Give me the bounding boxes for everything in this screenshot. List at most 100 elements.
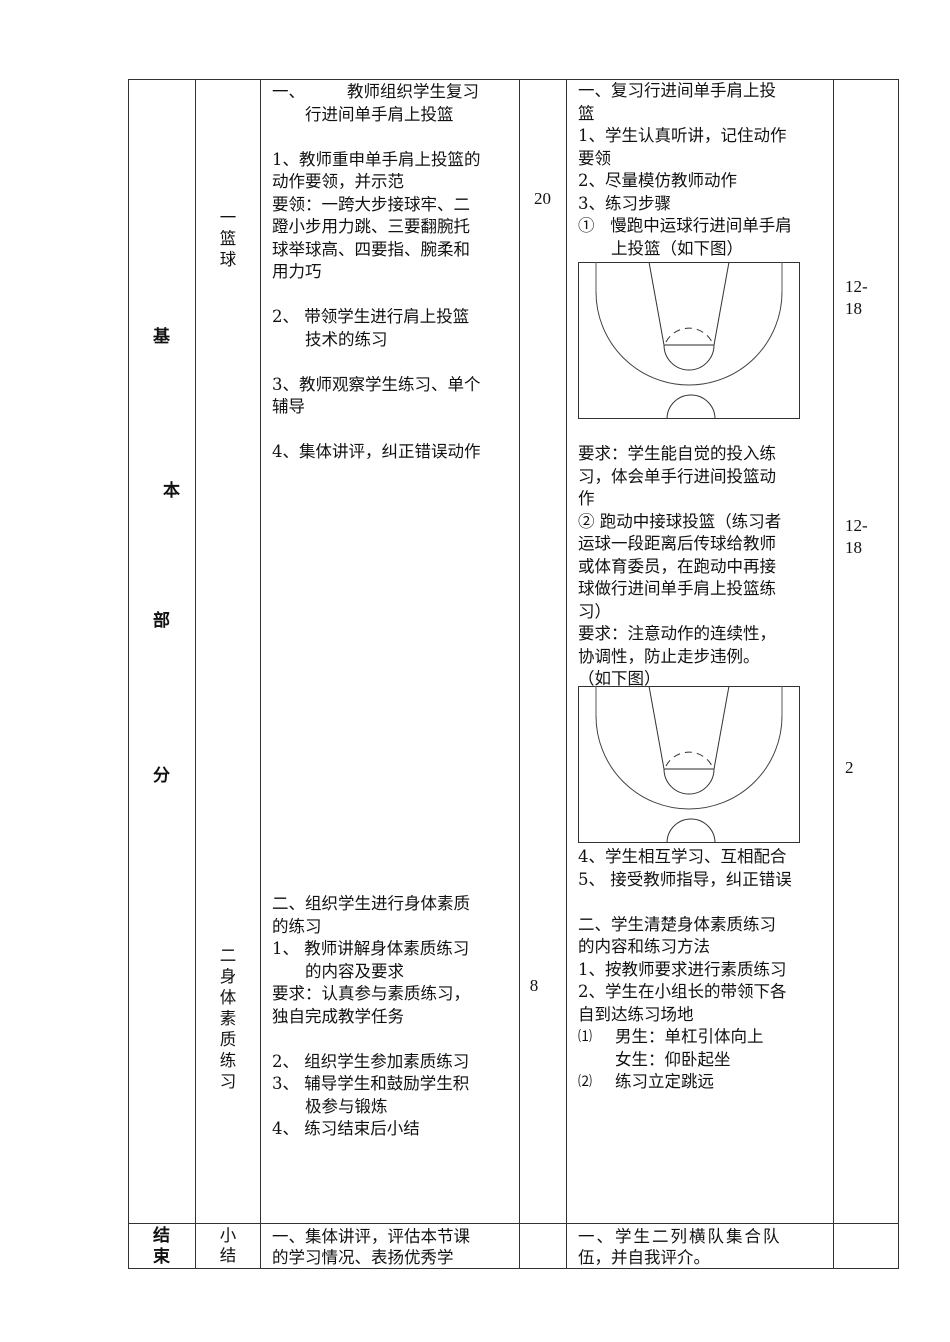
student-item: 自到达练习场地 [578, 1004, 694, 1024]
teacher-item: 辅导 [272, 397, 305, 416]
student-summary: 一、学生二列横队集合队 伍，并自我评介。 [578, 1226, 828, 1268]
topic-summary: 小 结 [195, 1226, 261, 1266]
section-char: 分 [153, 766, 170, 786]
teacher-item: 的内容及要求 [305, 961, 404, 981]
student-basketball-mid: 要求：学生能自觉的投入练 习，体会单手行进间投篮动 作 ② 跑动中接球投篮（练习… [578, 443, 828, 691]
col-border-1 [195, 79, 196, 1269]
student-item: 伍，并自我评介。 [578, 1248, 710, 1267]
topic-char: 一 [219, 208, 237, 227]
teacher-heading-cont: 的练习 [272, 916, 322, 936]
teacher-item: 1、教师重申单手肩上投篮的 [272, 149, 481, 169]
student-sub-item: 女生：仰卧起坐 [615, 1049, 731, 1069]
section-char: 本 [163, 481, 180, 501]
topic-char: 习 [219, 1072, 237, 1091]
teacher-item: 一、集体讲评，评估本节课 [272, 1227, 470, 1246]
topic-char: 练 [219, 1051, 237, 1070]
teacher-key-points: 用力巧 [272, 262, 322, 281]
table-bottom-border [128, 1268, 899, 1269]
basketball-court-diagram-icon [578, 262, 800, 419]
teacher-item: 3、教师观察学生练习、单个 [272, 374, 481, 394]
student-heading-cont: 篮 [578, 103, 595, 123]
topic-char: 二 [219, 946, 237, 965]
topic-char: 篮 [219, 229, 237, 248]
topic-char: 身 [219, 967, 237, 986]
student-sub-item: ⑵ 练习立定跳远 [578, 1071, 828, 1094]
student-heading: 一、复习行进间单手肩上投 [578, 81, 776, 100]
student-item: 2、尽量模仿教师动作 [578, 171, 737, 190]
reps-value: 2 [845, 758, 854, 777]
section-label-ending: 结 束 [128, 1226, 195, 1268]
table-top-border [128, 79, 899, 80]
teacher-item: 的学习情况、表扬优秀学 [272, 1248, 454, 1267]
col-border-6 [898, 79, 899, 1269]
reps-2: 12- 18 [845, 515, 868, 559]
time-basketball: 20 [534, 189, 551, 208]
teacher-heading: 一、 教师组织学生复习 [272, 82, 479, 101]
sub-text: 男生：单杠引体向上 [615, 1027, 764, 1046]
sub-text: 练习立定跳远 [615, 1072, 714, 1091]
teacher-requirement: 独自完成教学任务 [272, 1006, 404, 1026]
teacher-item: 2、 带领学生进行肩上投篮 [272, 307, 470, 326]
student-item: 3、练习步骤 [578, 193, 671, 213]
topic-char: 质 [219, 1030, 237, 1049]
teacher-item: 4、集体讲评，纠正错误动作 [272, 442, 481, 461]
col-border-4 [566, 79, 567, 1269]
topic-char: 球 [219, 250, 237, 269]
teacher-key-points: 蹬小步用力跳、三要翻腕托 [272, 217, 470, 236]
reps-value: 18 [845, 538, 862, 557]
student-step: 球做行进间单手肩上投篮练 [578, 579, 776, 598]
sub-marker: ⑴ [578, 1029, 592, 1045]
student-item: 要领 [578, 148, 611, 168]
section-char: 结 [153, 1226, 170, 1246]
reps-value: 12- [845, 516, 868, 535]
student-requirement: 习，体会单手行进间投篮动 [578, 466, 776, 486]
teacher-key-points: 球举球高、四要指、腕柔和 [272, 239, 470, 259]
teacher-basketball: 一、 教师组织学生复习 行进间单手肩上投篮 1、教师重申单手肩上投篮的 动作要领… [272, 81, 514, 464]
sub-marker: ⑵ [578, 1074, 592, 1090]
col-border-3 [519, 79, 520, 1269]
student-basketball-top: 一、复习行进间单手肩上投 篮 1、学生认真听讲，记住动作 要领 2、尽量模仿教师… [578, 80, 828, 260]
student-item: 2、学生在小组长的带领下各 [578, 982, 787, 1001]
teacher-fitness: 二、组织学生进行身体素质 的练习 1、 教师讲解身体素质练习 的内容及要求 要求… [272, 893, 514, 1141]
section-char: 束 [153, 1247, 170, 1267]
teacher-item: 2、 组织学生参加素质练习 [272, 1051, 470, 1071]
student-item: 4、学生相互学习、互相配合 [578, 847, 787, 866]
student-requirement: 作 [578, 489, 595, 508]
teacher-requirement: 要求：认真参与素质练习， [272, 984, 470, 1003]
topic-basketball: 一 篮 球 [195, 207, 261, 270]
student-step: 上投篮（如下图） [611, 238, 743, 258]
topic-char: 结 [219, 1246, 237, 1265]
student-requirement: （如下图） [578, 669, 661, 688]
teacher-item: 4、 练习结束后小结 [272, 1119, 420, 1138]
teacher-key-points: 要领：一跨大步接球牢、二 [272, 194, 470, 214]
reps-value: 18 [845, 299, 862, 318]
row-divider-ending [128, 1223, 899, 1224]
student-sub-item: ⑴ 男生：单杠引体向上 [578, 1026, 828, 1049]
student-requirement: 要求：学生能自觉的投入练 [578, 444, 776, 463]
time-fitness: 8 [529, 976, 539, 995]
basketball-court-diagram-icon [578, 686, 800, 843]
teacher-item: 极参与锻炼 [305, 1096, 388, 1116]
student-step: 或体育委员，在跑动中再接 [578, 556, 776, 576]
student-basketball-end: 4、学生相互学习、互相配合 5、 接受教师指导，纠正错误 二、学生清楚身体素质练… [578, 846, 828, 1094]
reps-1: 12- 18 [845, 276, 868, 320]
topic-fitness: 二 身 体 素 质 练 习 [195, 945, 261, 1092]
teacher-item: 3、 辅导学生和鼓励学生积 [272, 1074, 470, 1093]
teacher-summary: 一、集体讲评，评估本节课 的学习情况、表扬优秀学 [272, 1226, 514, 1268]
topic-char: 小 [219, 1226, 237, 1245]
student-step: 习） [578, 601, 611, 621]
col-border-5 [833, 79, 834, 1269]
teacher-heading-cont: 行进间单手肩上投篮 [305, 104, 454, 124]
student-step: ② 跑动中接球投篮（练习者 [578, 511, 782, 531]
reps-3: 2 [845, 757, 854, 779]
reps-value: 12- [845, 277, 868, 296]
col-border-2 [260, 79, 261, 1269]
student-heading: 二、学生清楚身体素质练习 [578, 914, 776, 934]
student-item: 5、 接受教师指导，纠正错误 [578, 869, 792, 889]
section-char: 部 [153, 611, 170, 631]
col-border-0 [128, 79, 129, 1269]
teacher-item: 动作要领，并示范 [272, 172, 404, 191]
teacher-item: 1、 教师讲解身体素质练习 [272, 939, 470, 958]
section-char: 基 [153, 327, 170, 347]
student-step: 运球一段距离后传球给教师 [578, 534, 776, 553]
